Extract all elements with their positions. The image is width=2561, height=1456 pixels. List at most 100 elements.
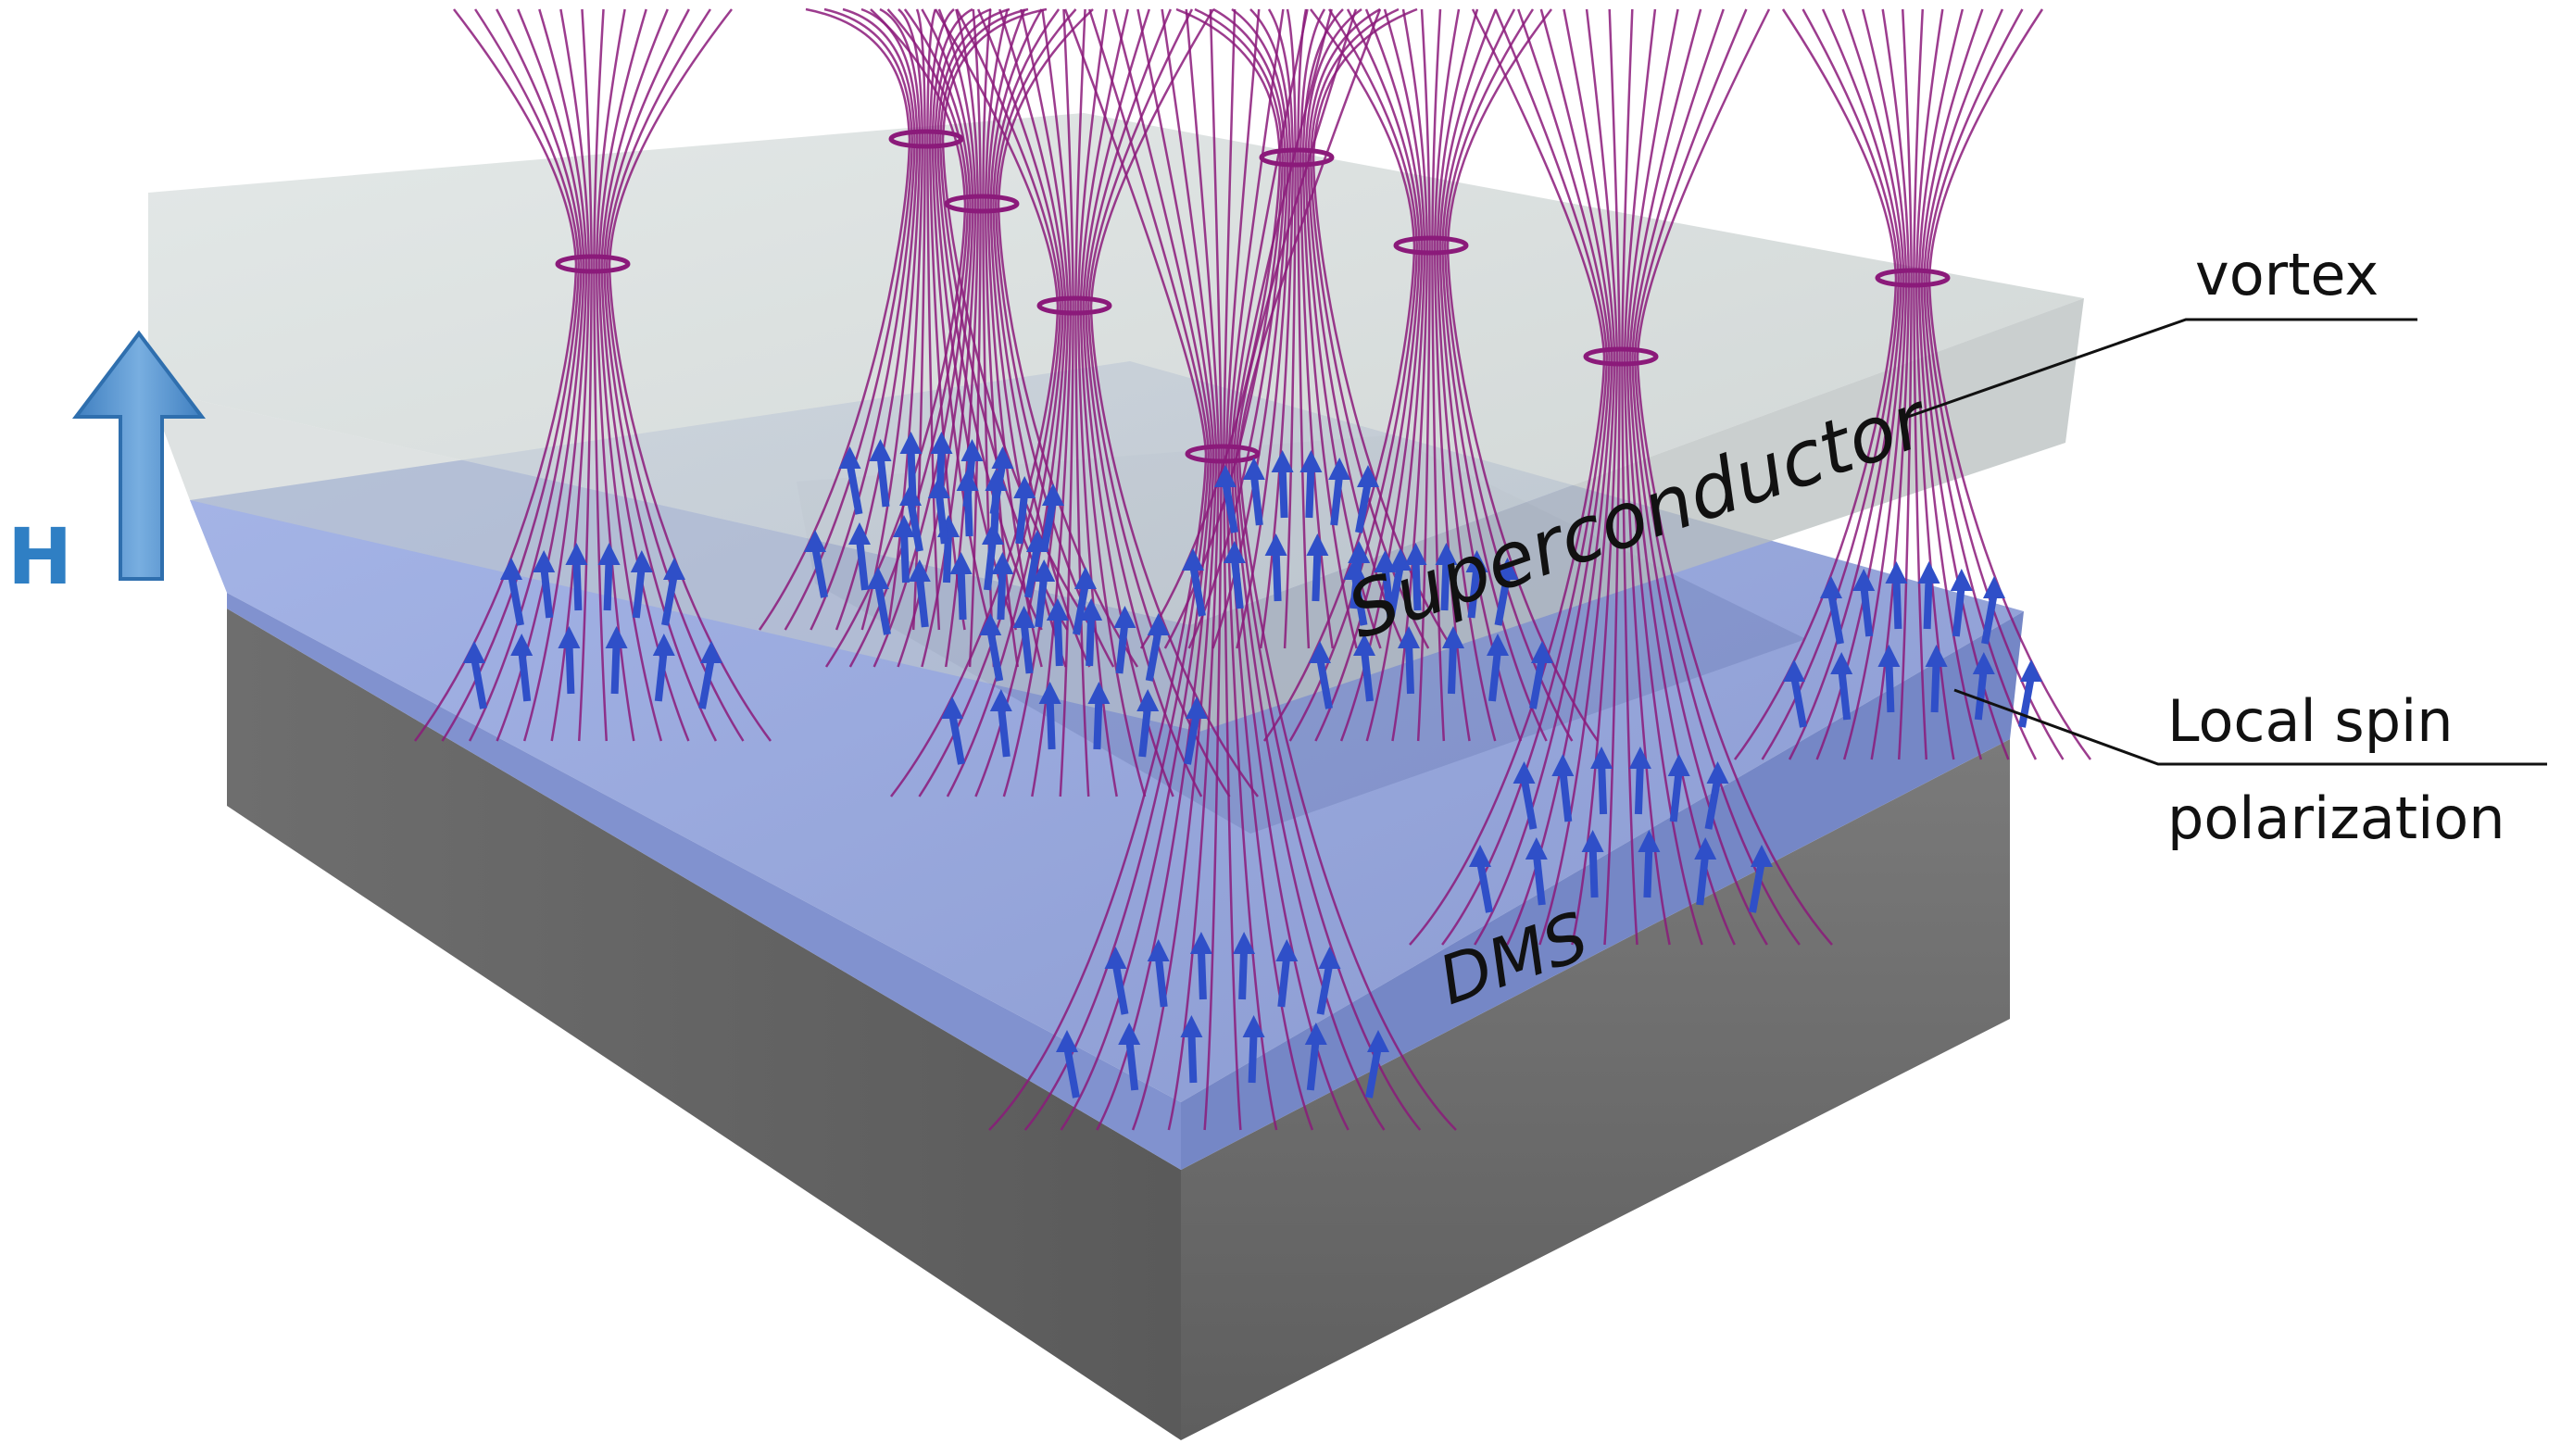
spin-arrow-head bbox=[663, 558, 685, 580]
spin-arrow-head bbox=[1531, 641, 1553, 663]
vortex-field-line bbox=[1920, 8, 2010, 760]
vortex-field-line bbox=[1339, 8, 1424, 742]
spin-arrow-head bbox=[1367, 1030, 1389, 1052]
spin-arrow-head bbox=[630, 550, 653, 572]
vortex-field-line bbox=[1163, 7, 1285, 649]
spin-arrow-shaft bbox=[1248, 1031, 1258, 1084]
vortex-field-line bbox=[1474, 8, 1611, 946]
spin-arrow-head bbox=[2020, 659, 2042, 682]
spin-arrow-head bbox=[1551, 754, 1575, 776]
spin-arrow-head bbox=[1056, 1030, 1078, 1052]
spin-arrow-head bbox=[1525, 837, 1548, 860]
spin-arrow-head bbox=[1087, 682, 1111, 704]
dms-front-edge bbox=[1181, 611, 2024, 1170]
spin-arrow-shaft bbox=[1249, 473, 1263, 526]
vortex-field-line bbox=[860, 7, 922, 631]
spin-arrow-head bbox=[1271, 450, 1294, 472]
vortex-field-line bbox=[1023, 8, 1211, 1131]
vortex-field-line bbox=[1079, 8, 1147, 797]
spin-arrow-shaft bbox=[811, 546, 828, 598]
spin-arrow-shaft bbox=[957, 568, 967, 621]
spin-arrow-shaft bbox=[603, 559, 613, 611]
spin-arrow-head bbox=[1033, 559, 1056, 582]
spin-arrow-shaft bbox=[1704, 777, 1722, 830]
vortex-field-line bbox=[1636, 8, 1833, 946]
spin-arrow-shaft bbox=[935, 492, 948, 545]
spin-arrow-shaft bbox=[997, 568, 1007, 621]
spin-arrow-shaft bbox=[698, 657, 715, 709]
vortex-field-line bbox=[1923, 8, 2038, 760]
spin-arrow-shaft bbox=[1669, 770, 1683, 822]
spin-arrow-shaft bbox=[1145, 629, 1162, 682]
spin-arrow-shaft bbox=[661, 573, 678, 626]
spin-arrow-shaft bbox=[1015, 492, 1029, 545]
vortex-field-line bbox=[577, 8, 593, 742]
spin-arrow-head bbox=[804, 530, 826, 552]
spin-leader-line bbox=[1953, 688, 2547, 766]
spin-arrow-head bbox=[1264, 533, 1287, 556]
spin-arrow-shaft bbox=[1330, 473, 1344, 526]
vortex-field-line bbox=[1409, 8, 1606, 946]
vortex-field-line bbox=[946, 8, 1064, 797]
spin-arrow-head bbox=[1950, 569, 1973, 591]
spin-arrow-head bbox=[1318, 947, 1341, 969]
vortex-field-line bbox=[986, 8, 1043, 668]
spin-arrow-shaft bbox=[1278, 466, 1288, 519]
vortex-field-line bbox=[1031, 8, 1073, 797]
spin-arrow-shaft bbox=[565, 642, 575, 695]
vortex-field-line bbox=[1297, 8, 1311, 649]
spin-arrow-shaft bbox=[1316, 657, 1333, 709]
vortex-core-ring bbox=[888, 129, 964, 149]
spin-arrow-head bbox=[1038, 682, 1061, 704]
spin-arrow-shaft bbox=[1093, 697, 1103, 750]
vortex-field-line bbox=[934, 7, 1018, 631]
vortex-line-group bbox=[413, 7, 2092, 1131]
spin-arrow-shaft bbox=[943, 531, 952, 584]
spin-arrow-head bbox=[700, 641, 722, 663]
vortex-field-line bbox=[1438, 8, 1523, 742]
spin-arrow-head bbox=[1042, 483, 1064, 506]
vortex-field-line bbox=[1301, 8, 1358, 649]
vortex-field-line bbox=[1059, 8, 1074, 797]
spin-arrow-head bbox=[838, 446, 861, 469]
spin-arrow-shaft bbox=[1981, 592, 1998, 645]
spin-arrow-shaft bbox=[471, 657, 487, 709]
spin-arrow-head bbox=[1628, 747, 1651, 769]
spin-arrow-head bbox=[652, 634, 675, 656]
vortex-field-line bbox=[1259, 8, 1295, 649]
spin-arrow-head bbox=[1435, 543, 1458, 565]
vortex-field-line bbox=[911, 8, 926, 631]
spin-arrow-head bbox=[1925, 645, 1948, 667]
vortex-core-ring bbox=[1036, 295, 1112, 316]
spin-arrow-shaft bbox=[1111, 962, 1129, 1015]
spin-arrow-shaft bbox=[1312, 549, 1322, 602]
spin-arrow-shaft bbox=[1197, 948, 1207, 1000]
vortex-field-line bbox=[1788, 8, 1902, 760]
spin-arrow-shaft bbox=[1138, 705, 1152, 758]
spin-arrow-shaft bbox=[1238, 948, 1249, 1000]
spin-arrow-head bbox=[1136, 689, 1160, 711]
spin-arrow-head bbox=[1404, 543, 1427, 565]
vortex-field-line bbox=[1633, 8, 1801, 946]
spin-arrow-head bbox=[1465, 550, 1488, 572]
vortex-field-line bbox=[1416, 8, 1431, 742]
spin-arrow-head bbox=[1398, 626, 1420, 648]
spin-arrow-head bbox=[1830, 652, 1853, 674]
spin-arrow-head bbox=[985, 469, 1008, 491]
field-label: H bbox=[7, 511, 72, 602]
vortex-field-line bbox=[1237, 8, 1457, 1131]
vortex-field-line bbox=[1441, 8, 1609, 946]
spin-arrow-shaft bbox=[1930, 660, 1940, 713]
vortex-field-line bbox=[1443, 8, 1574, 742]
spin-arrow-head bbox=[1180, 1015, 1203, 1037]
spin-arrow-head bbox=[1242, 458, 1265, 480]
spin-arrow-shaft bbox=[1316, 962, 1334, 1015]
spin-arrow-shaft bbox=[907, 499, 923, 552]
spin-arrow-shaft bbox=[1350, 573, 1368, 626]
vortex-field-line bbox=[784, 7, 914, 631]
vortex-field-line bbox=[1914, 8, 1955, 760]
spin-arrow-shaft bbox=[990, 484, 1000, 537]
spin-arrow-shaft bbox=[997, 705, 1011, 758]
spin-arrow-shaft bbox=[1860, 584, 1874, 637]
